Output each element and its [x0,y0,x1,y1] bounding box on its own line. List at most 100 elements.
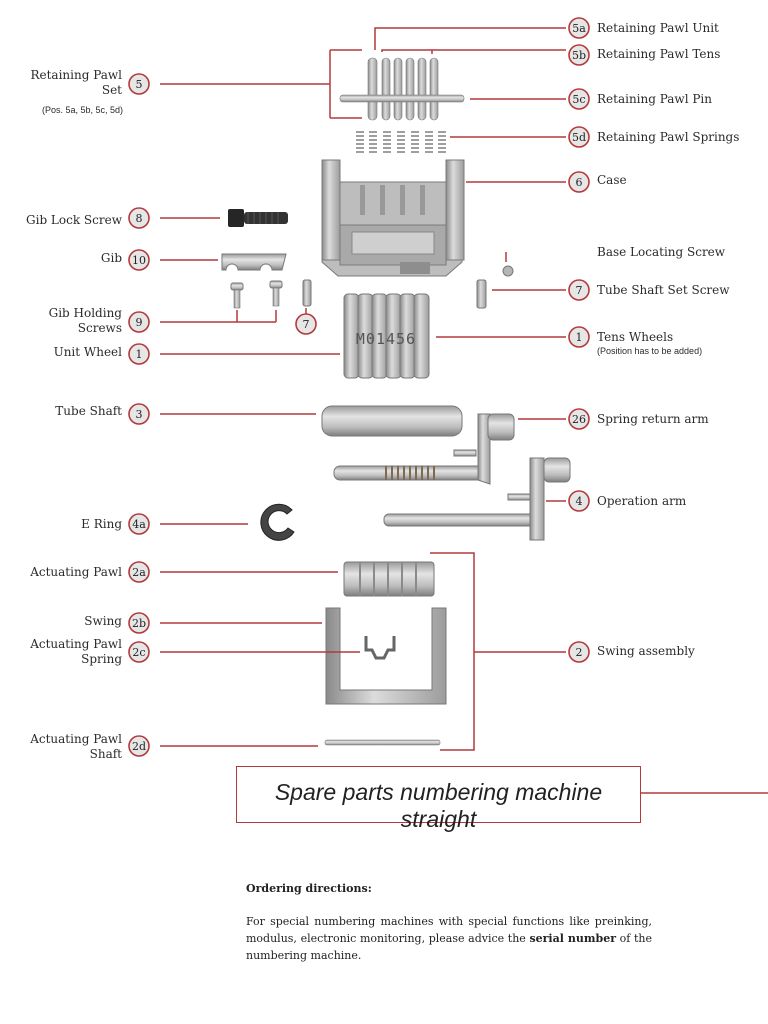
label-2c-line1: Actuating Pawl [30,637,122,651]
badge-5d: 5d [568,126,590,148]
label-1-unit: Unit Wheel [53,345,122,359]
badge-2c: 2c [128,641,150,663]
svg-text:7: 7 [576,284,583,297]
badge-4: 4 [568,490,590,512]
actuating-pawl-spring-image [364,636,396,660]
number-wheels-image: M01456 [343,293,430,379]
label-4a: E Ring [81,517,122,531]
set-screw-image-right [476,279,487,309]
svg-text:5b: 5b [572,49,586,62]
badge-1-tens: 1 [568,326,590,348]
label-4: Operation arm [597,494,687,508]
label-2: Swing assembly [597,644,695,658]
svg-text:2: 2 [576,646,583,659]
label-5-line2: Set [101,83,122,97]
svg-text:8: 8 [136,212,143,225]
svg-text:2c: 2c [132,646,145,659]
badge-5a: 5a [568,17,590,39]
label-1-tens-note: (Position has to be added) [597,346,703,356]
badge-5: 5 [128,73,150,95]
badge-26: 26 [568,408,590,430]
title-box: Spare parts numbering machine straight [236,766,641,832]
wheel-digits: M01456 [356,330,416,348]
page-title: Spare parts numbering machine straight [274,779,603,832]
label-2c: Actuating Pawl Spring [30,637,122,667]
badge-2b: 2b [128,612,150,634]
tube-shaft-image [321,405,463,437]
actuating-pawl-image [343,561,435,597]
operation-arm-image [383,457,571,541]
label-5a: Retaining Pawl Unit [597,21,719,35]
badge-7-tube-shaft: 7 [568,279,590,301]
svg-text:10: 10 [132,254,146,267]
label-9: Gib Holding Screws [49,306,122,336]
label-26: Spring return arm [597,412,709,426]
label-1-tens: Tens Wheels (Position has to be added) [597,330,702,357]
ordering-text-before: For special numbering machines with spec… [246,915,652,945]
label-6: Case [597,173,627,187]
badge-5c: 5c [568,88,590,110]
svg-text:5: 5 [136,78,143,91]
label-5: Retaining Pawl Set [30,68,122,98]
set-screw-image-left [302,279,312,307]
retaining-pawl-set-image [367,57,439,121]
label-7: Tube Shaft Set Screw [597,283,730,297]
svg-text:4: 4 [576,495,583,508]
actuating-pawl-shaft-image [324,739,441,746]
label-5b: Retaining Pawl Tens [597,47,721,61]
label-2c-line2: Spring [81,652,122,666]
badge-1-unit: 1 [128,343,150,365]
svg-text:1: 1 [576,331,583,344]
ordering-heading: Ordering directions: [246,882,372,895]
badge-3: 3 [128,403,150,425]
svg-text:1: 1 [136,348,143,361]
badge-8: 8 [128,207,150,229]
svg-text:2a: 2a [132,566,146,579]
badge-2a: 2a [128,561,150,583]
label-5c: Retaining Pawl Pin [597,92,712,106]
badge-9: 9 [128,311,150,333]
badge-5b: 5b [568,44,590,66]
svg-text:7: 7 [303,318,310,331]
serial-number-emphasis: serial number [529,932,617,945]
label-2d-line2: Shaft [89,747,122,761]
label-5-note: (Pos. 5a, 5b, 5c, 5d) [42,105,124,115]
label-2b: Swing [84,614,122,628]
label-5d: Retaining Pawl Springs [597,130,740,144]
gib-lock-screw-image [228,209,288,227]
label-1-tens-text: Tens Wheels [597,330,674,344]
badge-7-gib: 7 [295,313,317,335]
label-5-line1: Retaining Pawl [30,68,122,82]
ordering-text: For special numbering machines with spec… [246,913,652,964]
label-9-line2: Screws [77,321,122,335]
svg-text:3: 3 [136,408,143,421]
label-10: Gib [100,251,122,265]
e-ring-image [260,503,295,541]
svg-text:5a: 5a [572,22,586,35]
ordering-text-after: of the numbering machine. [246,932,653,962]
base-locating-screw-image [502,265,514,277]
svg-text:9: 9 [136,316,143,329]
gib-image [221,253,287,271]
svg-text:5c: 5c [572,93,585,106]
label-base-locating-screw: Base Locating Screw [597,245,726,259]
leader-lines [160,27,768,794]
label-2d-line1: Actuating Pawl [30,732,122,746]
svg-text:26: 26 [572,413,586,426]
badge-6: 6 [568,171,590,193]
svg-text:2b: 2b [132,617,146,630]
spring-return-arm-image [333,413,515,485]
gib-holding-screws-image [230,280,283,309]
retaining-pawl-springs-image [356,131,446,153]
case-image [321,159,465,277]
label-2a: Actuating Pawl [30,565,122,579]
badge-4a: 4a [128,513,150,535]
badge-10: 10 [128,249,150,271]
retaining-pawl-pin-image [339,94,465,103]
ordering-directions: Ordering directions: For special numberi… [246,880,652,964]
label-9-line1: Gib Holding [48,306,122,320]
swing-image [325,607,447,705]
svg-text:6: 6 [576,176,583,189]
badge-2: 2 [568,641,590,663]
